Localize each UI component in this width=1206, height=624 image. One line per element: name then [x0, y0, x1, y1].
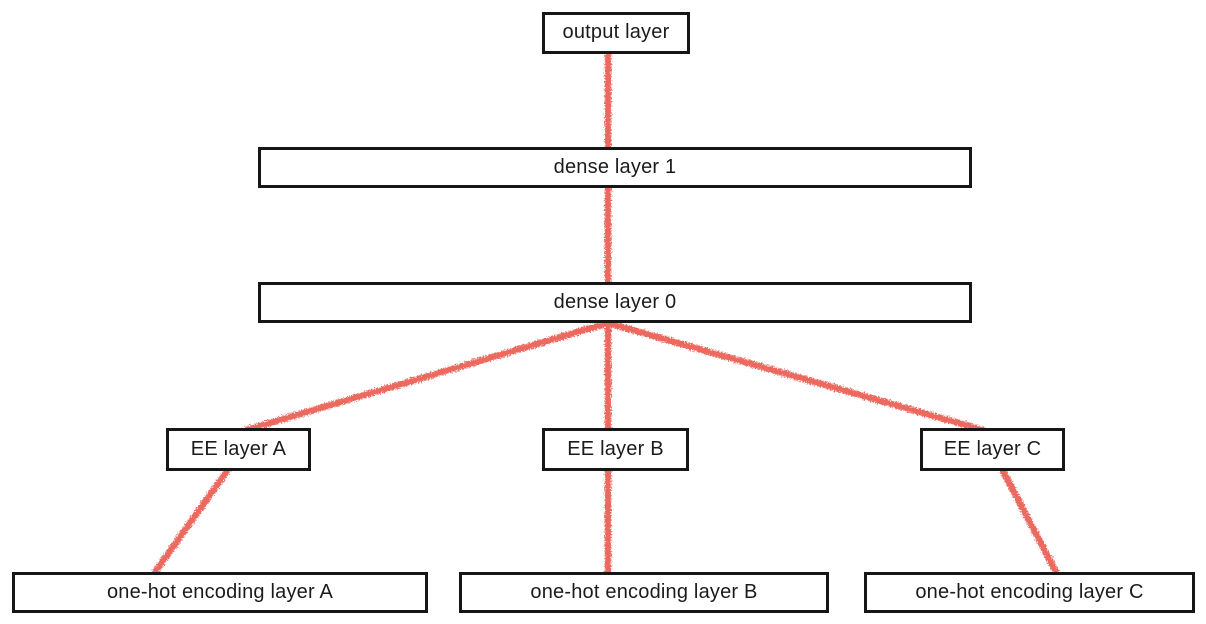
node-dense-layer-1: dense layer 1 [258, 147, 972, 188]
node-dense-layer-0: dense layer 0 [258, 282, 972, 323]
node-label-one-hot-encoding-layer-a: one-hot encoding layer A [106, 580, 334, 603]
edge-ee-layer-c-to-one-hot-encoding-layer-c [999, 467, 1060, 576]
node-one-hot-encoding-layer-c: one-hot encoding layer C [864, 572, 1195, 613]
edge-dense-layer-0-to-ee-layer-c [604, 319, 987, 434]
node-ee-layer-a: EE layer A [166, 428, 311, 471]
node-label-one-hot-encoding-layer-b: one-hot encoding layer B [530, 580, 758, 603]
edge-ee-layer-a-to-one-hot-encoding-layer-a [151, 467, 231, 576]
node-label-ee-layer-a: EE layer A [190, 437, 287, 460]
node-ee-layer-c: EE layer C [920, 428, 1065, 471]
edge-dense-layer-0-to-ee-layer-a [242, 319, 612, 434]
node-one-hot-encoding-layer-b: one-hot encoding layer B [459, 572, 829, 613]
node-ee-layer-b: EE layer B [542, 428, 689, 471]
node-label-ee-layer-c: EE layer C [943, 437, 1042, 460]
node-label-output-layer: output layer [562, 21, 670, 43]
connection-lines-group [151, 50, 1060, 576]
node-output-layer: output layer [542, 12, 690, 54]
node-label-ee-layer-b: EE layer B [567, 437, 664, 460]
node-label-one-hot-encoding-layer-c: one-hot encoding layer C [915, 580, 1144, 603]
node-label-dense-layer-1: dense layer 1 [553, 155, 677, 178]
node-one-hot-encoding-layer-a: one-hot encoding layer A [12, 572, 428, 613]
node-label-dense-layer-0: dense layer 0 [553, 290, 677, 313]
